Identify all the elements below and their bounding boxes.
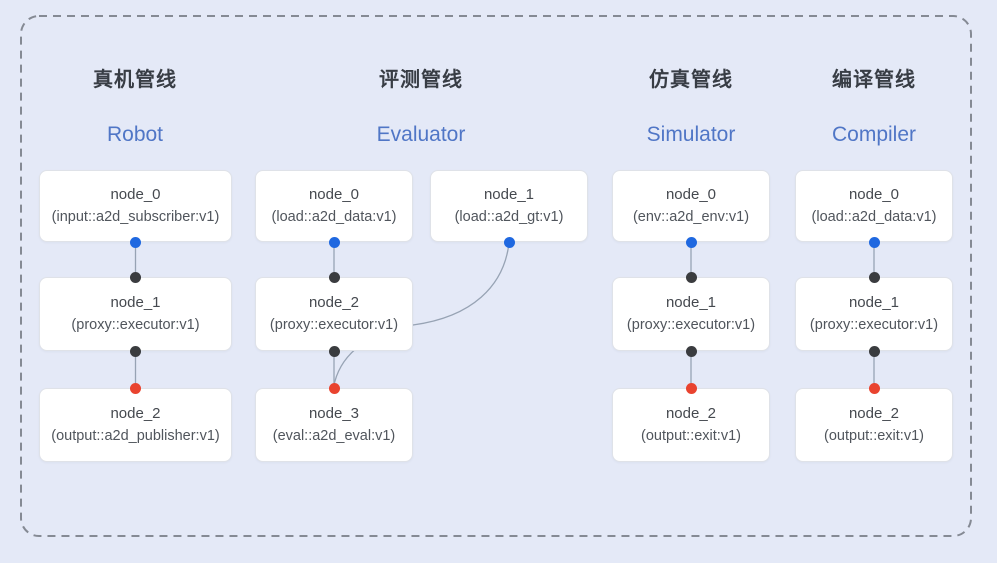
node-name: node_2 bbox=[848, 405, 900, 422]
node-name: node_2 bbox=[110, 405, 161, 422]
pipeline-subtitle-robot: Robot bbox=[106, 123, 164, 146]
node-box-evaluator-node3: node_3 (eval::a2d_eval:v1) bbox=[255, 388, 413, 462]
node-type: (eval::a2d_eval:v1) bbox=[272, 428, 396, 444]
node-box-robot-node2: node_2 (output::a2d_publisher:v1) bbox=[39, 388, 232, 462]
dashed-border bbox=[20, 15, 972, 537]
node-type: (output::exit:v1) bbox=[824, 428, 924, 444]
node-type: (load::a2d_data:v1) bbox=[811, 209, 937, 225]
output-port-dot-blue bbox=[685, 236, 697, 248]
input-port-dot-black bbox=[130, 271, 141, 283]
input-port-dot-red bbox=[328, 382, 340, 394]
output-port-dot-blue bbox=[130, 236, 141, 248]
node-name: node_2 bbox=[665, 405, 717, 422]
node-type: (proxy::executor:v1) bbox=[626, 317, 756, 333]
node-name: node_0 bbox=[848, 186, 900, 203]
pipeline-subtitle-simulator: Simulator bbox=[646, 123, 736, 146]
node-type: (output::a2d_publisher:v1) bbox=[51, 428, 220, 444]
node-type: (load::a2d_data:v1) bbox=[271, 209, 397, 225]
gt-to-eval-curved-connector bbox=[333, 242, 510, 386]
node-box-compiler-node1: node_1 (proxy::executor:v1) bbox=[795, 277, 953, 351]
node-type: (input::a2d_subscriber:v1) bbox=[51, 209, 220, 225]
output-port-dot-black bbox=[328, 345, 340, 357]
output-port-dot-black bbox=[130, 345, 141, 357]
node-box-robot-node1: node_1 (proxy::executor:v1) bbox=[39, 277, 232, 351]
output-port-dot-blue bbox=[868, 236, 880, 248]
node-name: node_1 bbox=[848, 294, 900, 311]
node-box-evaluator-node0: node_0 (load::a2d_data:v1) bbox=[255, 170, 413, 242]
node-box-simulator-node2: node_2 (output::exit:v1) bbox=[612, 388, 770, 462]
output-port-dot-black bbox=[868, 345, 880, 357]
input-port-dot-red bbox=[685, 382, 697, 394]
pipeline-title-compiler: 编译管线 bbox=[832, 69, 916, 91]
node-name: node_1 bbox=[483, 186, 535, 203]
node-box-evaluator-node2: node_2 (proxy::executor:v1) bbox=[255, 277, 413, 351]
node-box-simulator-node1: node_1 (proxy::executor:v1) bbox=[612, 277, 770, 351]
input-port-dot-red bbox=[130, 382, 141, 394]
node-type: (proxy::executor:v1) bbox=[71, 317, 200, 333]
node-name: node_1 bbox=[665, 294, 717, 311]
pipeline-subtitle-evaluator: Evaluator bbox=[376, 123, 466, 146]
pipeline-title-evaluator: 评测管线 bbox=[379, 69, 463, 91]
pipeline-title-simulator: 仿真管线 bbox=[649, 69, 733, 91]
node-name: node_0 bbox=[110, 186, 161, 203]
node-type: (proxy::executor:v1) bbox=[269, 317, 399, 333]
pipeline-title-robot: 真机管线 bbox=[93, 69, 177, 91]
node-box-compiler-node0: node_0 (load::a2d_data:v1) bbox=[795, 170, 953, 242]
node-type: (env::a2d_env:v1) bbox=[632, 209, 750, 225]
node-box-robot-node0: node_0 (input::a2d_subscriber:v1) bbox=[39, 170, 232, 242]
node-name: node_1 bbox=[110, 294, 161, 311]
node-name: node_2 bbox=[308, 294, 360, 311]
output-port-dot-black bbox=[685, 345, 697, 357]
node-type: (proxy::executor:v1) bbox=[809, 317, 939, 333]
input-port-dot-black bbox=[685, 271, 697, 283]
node-box-evaluator-node1: node_1 (load::a2d_gt:v1) bbox=[430, 170, 588, 242]
node-type: (output::exit:v1) bbox=[641, 428, 741, 444]
input-port-dot-black bbox=[868, 271, 880, 283]
input-port-dot-red bbox=[868, 382, 880, 394]
node-box-simulator-node0: node_0 (env::a2d_env:v1) bbox=[612, 170, 770, 242]
node-type: (load::a2d_gt:v1) bbox=[454, 209, 564, 225]
node-name: node_3 bbox=[308, 405, 360, 422]
node-name: node_0 bbox=[308, 186, 360, 203]
output-port-dot-blue bbox=[328, 236, 340, 248]
pipeline-subtitle-compiler: Compiler bbox=[831, 123, 917, 146]
node-name: node_0 bbox=[665, 186, 717, 203]
node-box-compiler-node2: node_2 (output::exit:v1) bbox=[795, 388, 953, 462]
output-port-dot-blue bbox=[503, 236, 515, 248]
input-port-dot-black bbox=[328, 271, 340, 283]
